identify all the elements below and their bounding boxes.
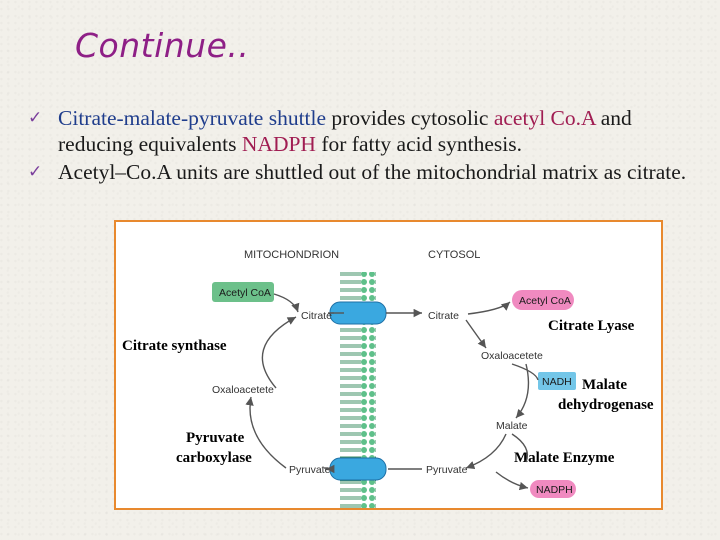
bullet-item-1: ✓ Citrate-malate-pyruvate shuttle provid… bbox=[24, 105, 704, 157]
bullet-text: Acetyl–Co.A units are shuttled out of th… bbox=[58, 160, 687, 184]
pyruvate-transporter bbox=[329, 457, 387, 481]
acetyl-coa-cyto-box bbox=[512, 290, 574, 310]
pyruvate-carboxylase-label-line1: Pyruvate bbox=[186, 430, 245, 446]
citrate-synthase-label: Citrate synthase bbox=[122, 338, 227, 354]
acetyl-coa-cyto-label: Acetyl CoA bbox=[519, 295, 571, 307]
nadh-label: NADH bbox=[542, 376, 572, 388]
mitochondrion-label: MITOCHONDRION bbox=[244, 249, 339, 261]
bullet-text: for fatty acid synthesis. bbox=[315, 132, 522, 156]
cyto-cycle-arrows bbox=[465, 301, 539, 491]
checkmark-icon: ✓ bbox=[28, 108, 43, 128]
keyword-nadph: NADPH bbox=[241, 132, 316, 156]
nadh-box bbox=[538, 372, 576, 390]
pyruvate-mito-label: Pyruvate bbox=[289, 464, 331, 476]
shuttle-diagram: MITOCHONDRION CYTOSOL Acetyl CoA Citrate… bbox=[114, 220, 663, 510]
bullet-text: provides cytosolic bbox=[326, 106, 494, 130]
citrate-lyase-label: Citrate Lyase bbox=[548, 318, 635, 334]
malate-dehydrogenase-label-line2: dehydrogenase bbox=[558, 397, 654, 413]
nadph-box bbox=[530, 480, 576, 498]
malate-enzyme-label: Malate Enzyme bbox=[514, 450, 615, 466]
oxaloacetete-cyto-label: Oxaloacetete bbox=[481, 350, 543, 362]
pyruvate-carboxylase-label-line2: carboxylase bbox=[176, 450, 252, 466]
keyword-acetyl-coa: acetyl Co.A bbox=[493, 106, 596, 130]
nadph-label: NADPH bbox=[536, 484, 573, 496]
cytosol-label: CYTOSOL bbox=[428, 249, 480, 261]
citrate-cyto-label: Citrate bbox=[428, 310, 459, 322]
oxaloacetete-mito-label: Oxaloacetete bbox=[212, 384, 274, 396]
shuttle-diagram-svg: MITOCHONDRION CYTOSOL Acetyl CoA Citrate… bbox=[122, 249, 654, 508]
bullet-list: ✓ Citrate-malate-pyruvate shuttle provid… bbox=[24, 105, 704, 185]
checkmark-icon: ✓ bbox=[28, 162, 43, 182]
citrate-mito-label: Citrate bbox=[301, 310, 332, 322]
pyruvate-cyto-label: Pyruvate bbox=[426, 464, 468, 476]
acetyl-coa-mito-label: Acetyl CoA bbox=[219, 287, 271, 299]
acetyl-coa-mito-box bbox=[212, 282, 274, 302]
bullet-item-2: ✓ Acetyl–Co.A units are shuttled out of … bbox=[24, 159, 704, 185]
malate-dehydrogenase-label-line1: Malate bbox=[582, 377, 627, 393]
slide-title: Continue.. bbox=[75, 26, 250, 65]
malate-label: Malate bbox=[496, 420, 528, 432]
keyword-shuttle: Citrate-malate-pyruvate shuttle bbox=[58, 106, 327, 130]
transport-arrows bbox=[326, 308, 422, 474]
bullet-text: and reducing equivalents bbox=[58, 106, 632, 156]
